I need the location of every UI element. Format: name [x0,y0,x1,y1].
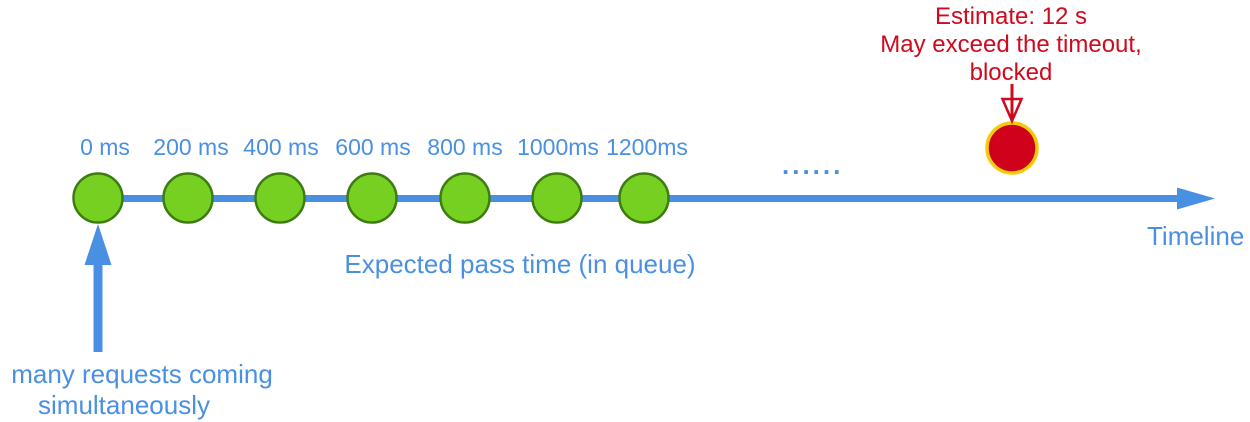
queue-marker-0ms [72,172,124,224]
incoming-caption-line1: many requests coming [11,359,273,389]
tick-label-800ms: 800 ms [427,134,503,160]
blocked-arrowhead-icon [1000,97,1024,125]
queue-marker-800ms [439,172,491,224]
tick-label-600ms: 600 ms [335,134,411,160]
incoming-arrow-shaft [93,262,103,352]
tick-label-1200ms: 1200ms [606,134,688,160]
timeline-axis-label: Timeline [1147,221,1245,251]
queue-marker-1200ms [618,172,670,224]
queue-marker-1000ms [531,172,583,224]
blocked-annotation-line1: Estimate: 12 s [934,3,1088,30]
blocked-annotation-line3: blocked [969,59,1053,86]
queue-marker-400ms [254,172,306,224]
tick-label-0ms: 0 ms [80,134,130,160]
queue-marker-600ms [346,172,398,224]
timeline-ellipsis: ...... [782,150,844,180]
timeline-arrowhead-icon [1177,187,1215,210]
tick-label-1000ms: 1000ms [517,134,599,160]
queue-marker-200ms [162,172,214,224]
blocked-annotation-line2: May exceed the timeout, [880,31,1142,58]
tick-label-400ms: 400 ms [243,134,319,160]
blocked-annotation: Estimate: 12 s May exceed the timeout, b… [880,3,1141,87]
blocked-request-marker [985,121,1039,175]
incoming-caption-line2: simultaneously [38,390,210,420]
incoming-arrowhead-icon [84,224,112,265]
queue-caption: Expected pass time (in queue) [344,249,696,279]
tick-label-200ms: 200 ms [153,134,229,160]
